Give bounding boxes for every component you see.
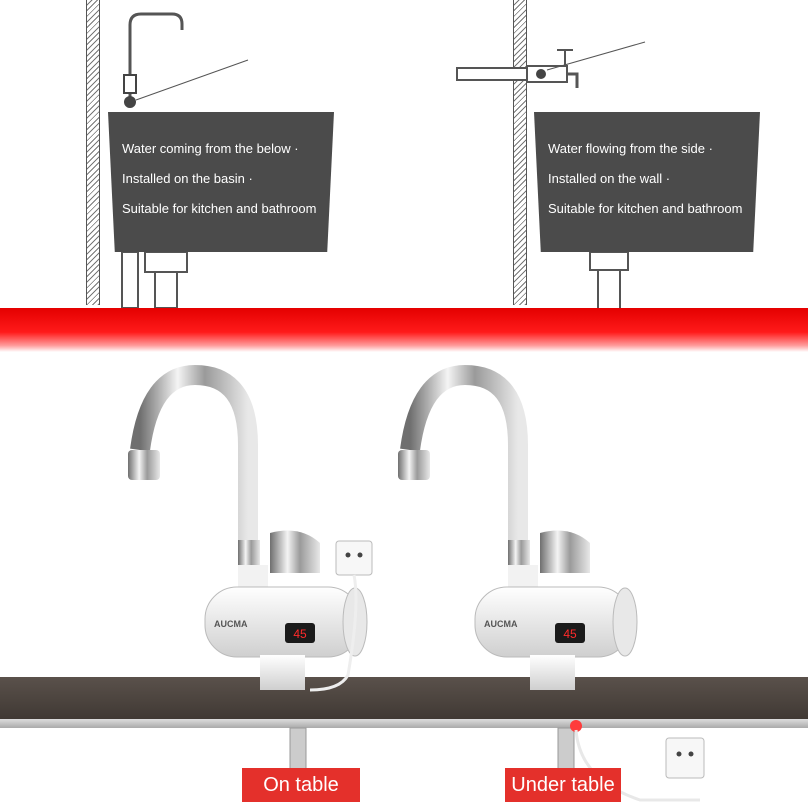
under-table-display: 45 [563, 627, 577, 641]
under-table-brand: AUCMA [484, 619, 518, 629]
left-basin: Water coming from the below · Installed … [108, 112, 334, 252]
under-table-parts [289, 720, 705, 802]
right-basin: Water flowing from the side · Installed … [534, 112, 760, 252]
faucet-on-table: 45 AUCMA [128, 364, 373, 692]
right-line-3: Suitable for kitchen and bathroom [548, 201, 743, 216]
faucet-under-table: 45 AUCMA [398, 364, 638, 690]
left-wall [86, 0, 100, 305]
table-top [0, 677, 808, 721]
under-table-label: Under table [505, 768, 621, 802]
right-faucet-diagram [456, 41, 646, 310]
left-faucet-diagram [121, 12, 249, 309]
left-line-1: Water coming from the below · [122, 141, 299, 156]
right-line-1: Water flowing from the side · [548, 141, 713, 156]
red-divider-band [0, 308, 808, 352]
left-line-2: Installed on the basin · [122, 171, 253, 186]
on-table-display: 45 [293, 627, 307, 641]
on-table-label: On table [242, 768, 360, 802]
right-line-2: Installed on the wall · [548, 171, 671, 186]
on-table-brand: AUCMA [214, 619, 248, 629]
table-edge [0, 719, 808, 728]
left-line-3: Suitable for kitchen and bathroom [122, 201, 317, 216]
